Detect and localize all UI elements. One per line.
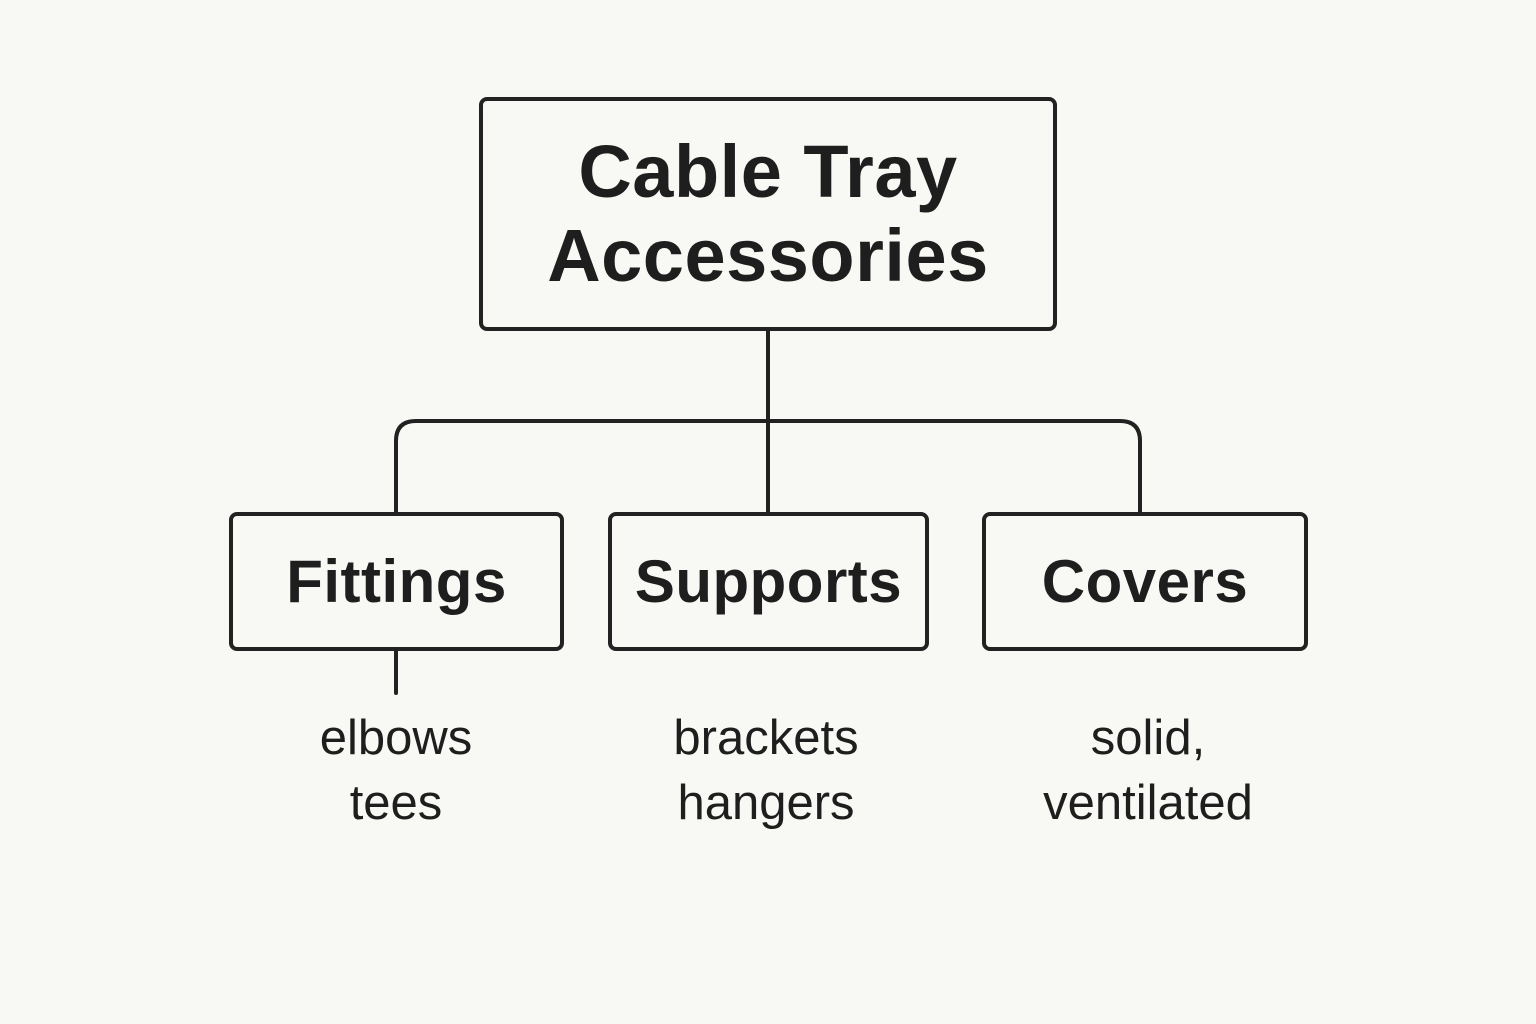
fittings-details: elbows tees [246,706,546,836]
covers-detail-2: ventilated [1043,776,1253,830]
node-fittings: Fittings [229,512,564,651]
node-covers-label: Covers [1041,547,1249,615]
root-title-line-1: Cable Tray [578,130,958,213]
covers-detail-1: solid, [1090,711,1206,765]
supports-detail-2: hangers [677,776,855,830]
node-supports-label: Supports [634,547,903,615]
covers-details: solid, ventilated [998,706,1298,836]
supports-details: brackets hangers [616,706,916,836]
root-node: Cable Tray Accessories [479,97,1057,331]
root-title-line-2: Accessories [547,214,989,297]
node-fittings-label: Fittings [286,547,507,615]
node-covers: Covers [982,512,1308,651]
supports-detail-1: brackets [673,711,859,765]
fittings-detail-2: tees [349,776,443,830]
fittings-detail-1: elbows [319,711,473,765]
node-supports: Supports [608,512,929,651]
